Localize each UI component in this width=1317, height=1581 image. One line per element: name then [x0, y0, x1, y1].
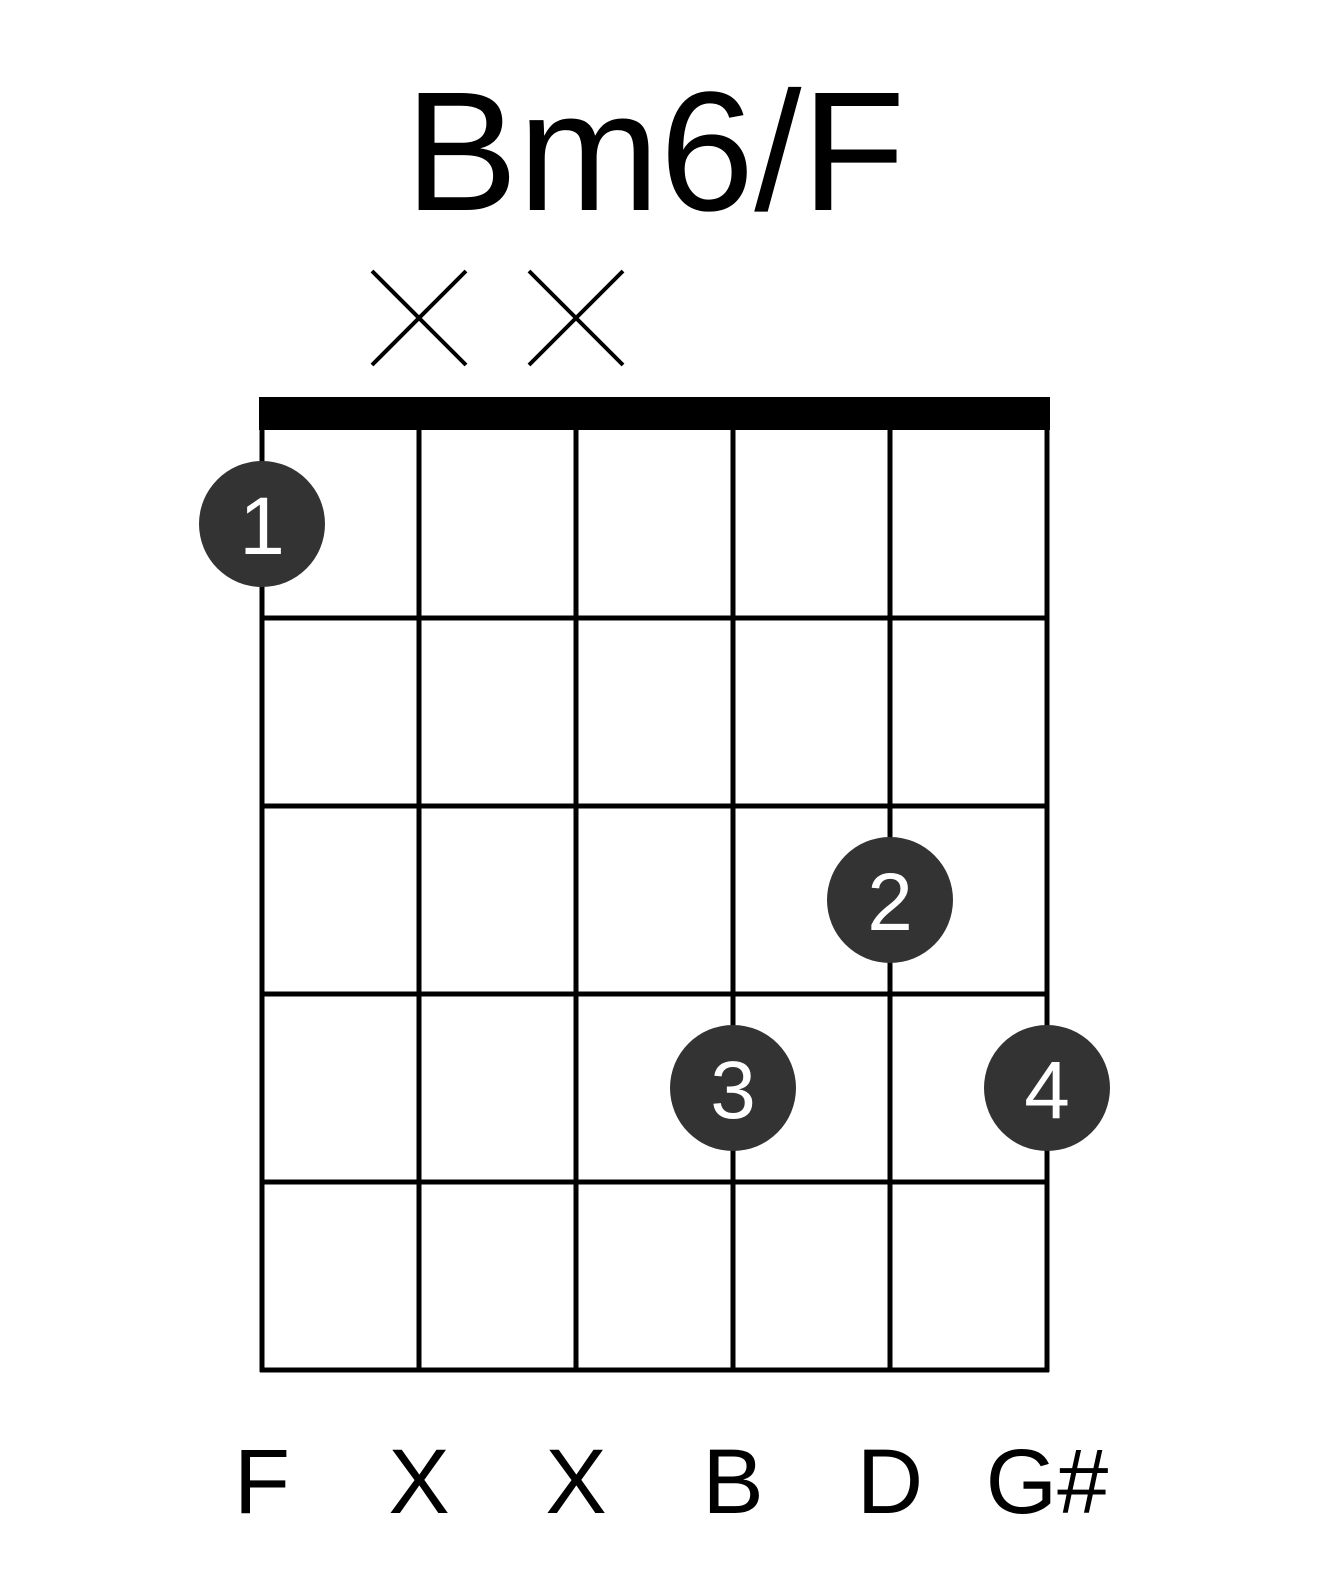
finger-dots: 1 2 3 4 — [199, 461, 1110, 1151]
string-note-1: F — [234, 1431, 290, 1533]
muted-stroke — [370, 269, 468, 367]
finger-dot-circle — [670, 1025, 796, 1151]
nut — [259, 397, 1050, 430]
string-note-2: X — [388, 1431, 449, 1533]
chord-title: Bm6/F — [405, 57, 906, 247]
finger-number: 2 — [867, 857, 913, 948]
finger-number: 3 — [710, 1045, 756, 1136]
finger-dot-circle — [827, 837, 953, 963]
muted-marker-string-3 — [527, 269, 625, 367]
string-note-6: G# — [986, 1431, 1109, 1533]
finger-dot-circle — [984, 1025, 1110, 1151]
finger-number: 1 — [239, 481, 285, 572]
muted-stroke — [527, 269, 625, 367]
finger-number: 4 — [1024, 1045, 1070, 1136]
finger-dot-2: 2 — [827, 837, 953, 963]
finger-dot-circle — [199, 461, 325, 587]
fretboard-grid — [259, 397, 1050, 1373]
muted-marker-string-2 — [370, 269, 468, 367]
finger-dot-1: 1 — [199, 461, 325, 587]
finger-dot-4: 4 — [984, 1025, 1110, 1151]
string-note-3: X — [545, 1431, 606, 1533]
string-note-5: D — [857, 1431, 923, 1533]
muted-markers — [370, 269, 625, 367]
finger-dot-3: 3 — [670, 1025, 796, 1151]
string-note-4: B — [702, 1431, 763, 1533]
